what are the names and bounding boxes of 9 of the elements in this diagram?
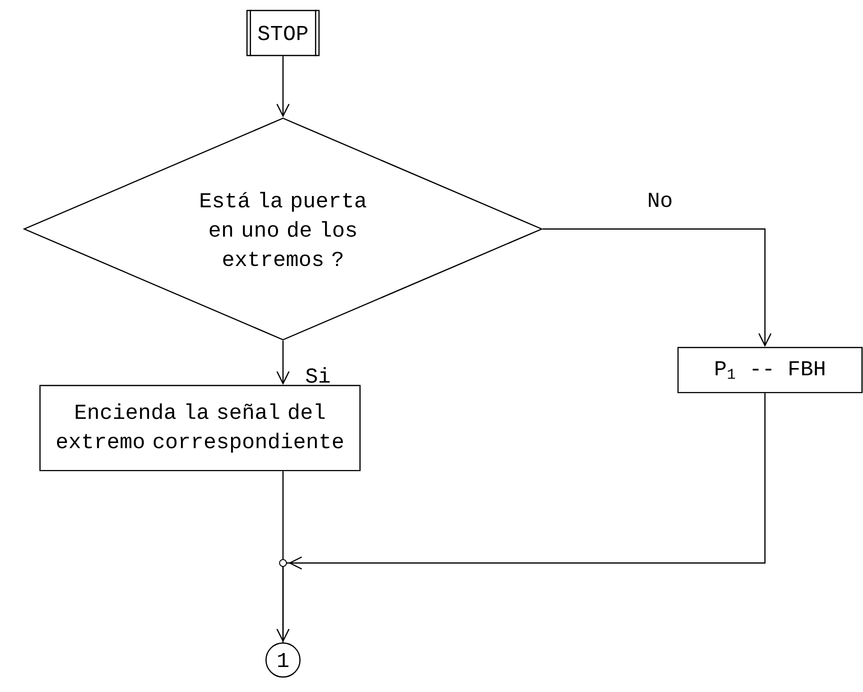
arrow xyxy=(276,340,290,385)
edge-label: No xyxy=(646,192,674,208)
process-box: Encienda la señal del extremo correspondiente xyxy=(39,384,361,472)
arrow xyxy=(276,56,290,118)
process-box: P$_{1}$ -- FBH xyxy=(677,346,863,394)
arrow xyxy=(276,471,290,642)
terminal-box: STOP xyxy=(246,10,320,56)
arrow xyxy=(542,228,772,347)
edge-label: Si xyxy=(304,366,332,384)
